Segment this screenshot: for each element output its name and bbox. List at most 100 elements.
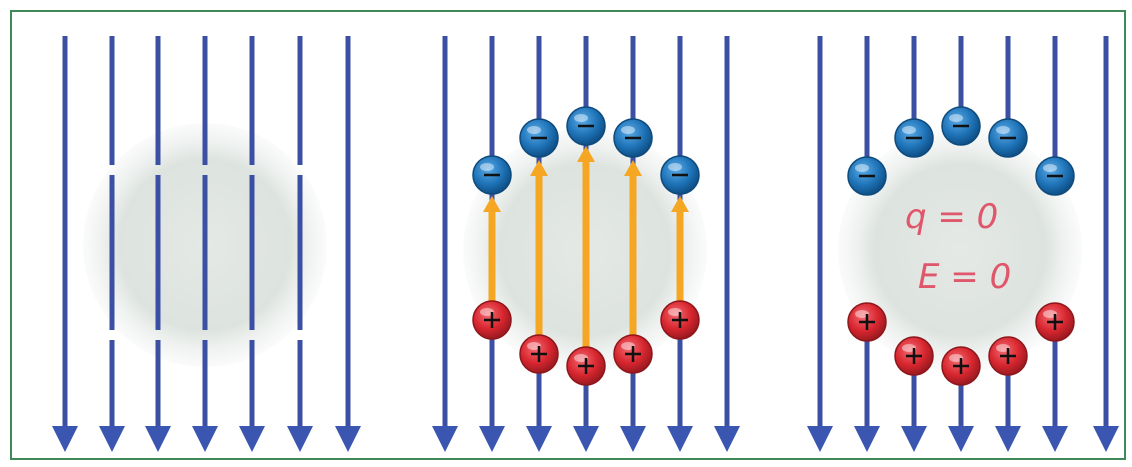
highlight	[949, 114, 963, 122]
highlight	[949, 354, 963, 362]
arrowhead-down-icon	[52, 426, 78, 452]
positive-charge	[660, 300, 700, 340]
induced-field-group	[483, 146, 689, 362]
positive-charge	[941, 346, 981, 386]
field-line	[239, 36, 265, 452]
negative-charge	[941, 106, 981, 146]
arrowhead-up-icon	[671, 196, 689, 212]
highlight	[996, 344, 1010, 352]
arrowhead-down-icon	[287, 426, 313, 452]
highlight	[574, 354, 588, 362]
arrowhead-down-icon	[714, 426, 740, 452]
panel-uniform-field	[52, 36, 361, 452]
highlight	[1043, 310, 1057, 318]
negative-charge	[1035, 156, 1075, 196]
field-line	[807, 36, 833, 452]
highlight	[527, 126, 541, 134]
highlight	[855, 310, 869, 318]
panel-charge-separation	[432, 36, 740, 452]
arrowhead-down-icon	[1093, 426, 1119, 452]
highlight	[621, 126, 635, 134]
highlight	[621, 342, 635, 350]
induced-field-arrow	[483, 196, 501, 318]
negative-charge	[894, 118, 934, 158]
negative-charge	[613, 118, 653, 158]
highlight	[480, 163, 494, 171]
arrowhead-down-icon	[99, 426, 125, 452]
field-lines-group	[52, 36, 361, 452]
arrowhead-down-icon	[901, 426, 927, 452]
induced-field-arrow	[530, 160, 548, 354]
field-line	[432, 36, 458, 452]
arrowhead-down-icon	[667, 426, 693, 452]
field-lines-group	[807, 36, 1119, 452]
highlight	[902, 344, 916, 352]
highlight	[480, 308, 494, 316]
positive-charge	[1035, 302, 1075, 342]
arrowhead-down-icon	[432, 426, 458, 452]
arrowhead-up-icon	[530, 160, 548, 176]
field-line	[287, 36, 313, 452]
field-annotation: E = 0	[918, 257, 1011, 297]
negative-charge	[988, 118, 1028, 158]
arrowhead-down-icon	[620, 426, 646, 452]
arrowhead-down-icon	[526, 426, 552, 452]
positive-charge	[894, 336, 934, 376]
shielded-sphere	[838, 128, 1082, 372]
highlight	[855, 164, 869, 172]
arrowhead-up-icon	[577, 146, 595, 162]
highlight	[668, 163, 682, 171]
induced-field-arrow	[671, 196, 689, 318]
arrowhead-down-icon	[479, 426, 505, 452]
negative-charge	[847, 156, 887, 196]
highlight	[527, 342, 541, 350]
charges-group	[472, 106, 700, 386]
arrowhead-up-icon	[624, 160, 642, 176]
charge-annotation: q = 0	[905, 197, 998, 237]
highlight	[996, 126, 1010, 134]
arrowhead-up-icon	[483, 196, 501, 212]
field-line	[192, 36, 218, 452]
arrowhead-down-icon	[854, 426, 880, 452]
field-line	[1093, 36, 1119, 452]
field-line	[335, 36, 361, 452]
induced-field-arrow	[624, 160, 642, 354]
arrowhead-down-icon	[192, 426, 218, 452]
field-line	[145, 36, 171, 452]
arrowhead-down-icon	[145, 426, 171, 452]
positive-charge	[847, 302, 887, 342]
negative-charge	[472, 155, 512, 195]
highlight	[902, 126, 916, 134]
positive-charge	[566, 346, 606, 386]
arrowhead-down-icon	[573, 426, 599, 452]
arrowhead-down-icon	[948, 426, 974, 452]
field-line	[99, 36, 125, 452]
arrowhead-down-icon	[239, 426, 265, 452]
field-line	[995, 36, 1021, 452]
charges-group	[847, 106, 1075, 386]
highlight	[668, 308, 682, 316]
positive-charge	[472, 300, 512, 340]
field-line	[901, 36, 927, 452]
arrowhead-down-icon	[335, 426, 361, 452]
field-line	[52, 36, 78, 452]
negative-charge	[566, 106, 606, 146]
positive-charge	[613, 334, 653, 374]
negative-charge	[660, 155, 700, 195]
positive-charge	[988, 336, 1028, 376]
highlight	[574, 114, 588, 122]
panel-equilibrium: q = 0 E = 0	[807, 36, 1119, 452]
positive-charge	[519, 334, 559, 374]
field-line	[948, 36, 974, 452]
arrowhead-down-icon	[995, 426, 1021, 452]
highlight	[1043, 164, 1057, 172]
field-line	[714, 36, 740, 452]
arrowhead-down-icon	[807, 426, 833, 452]
arrowhead-down-icon	[1042, 426, 1068, 452]
induced-field-arrow	[577, 146, 595, 362]
negative-charge	[519, 118, 559, 158]
field-line	[854, 36, 880, 452]
field-line	[1042, 36, 1068, 452]
